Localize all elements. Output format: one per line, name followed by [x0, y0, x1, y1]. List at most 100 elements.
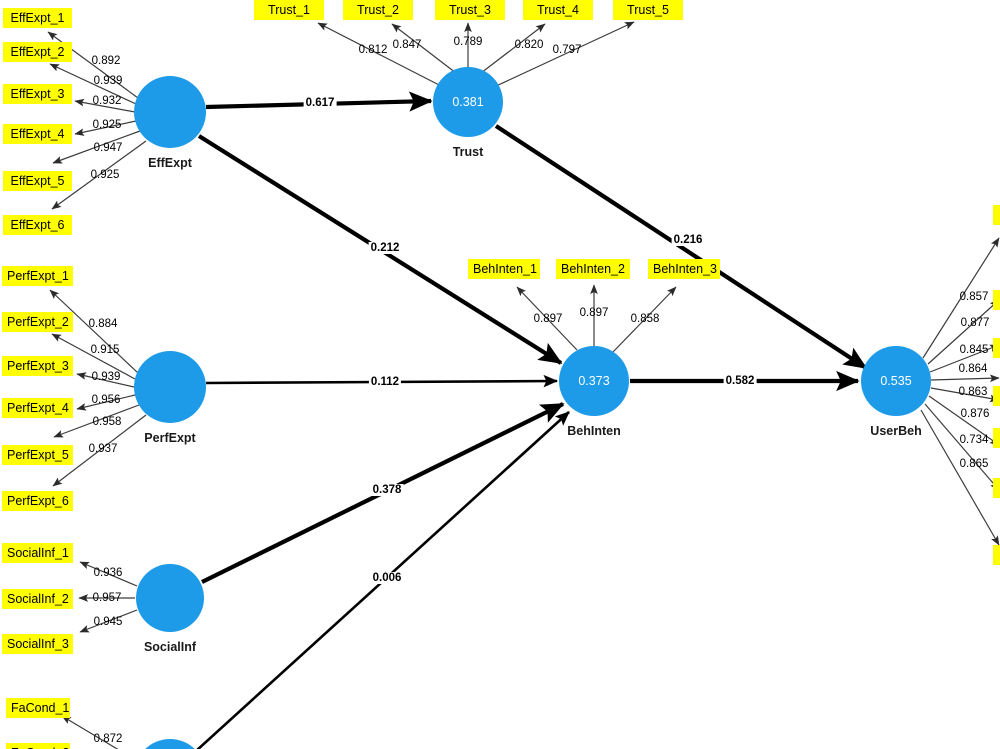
- construct-label-BehInten: BehInten: [567, 424, 621, 438]
- loading-value-EffExpt-to-EffExpt_4: 0.925: [92, 119, 122, 131]
- loading-arrow-BehInten-to-BehInten_3: [612, 286, 677, 353]
- path-coefficient-FaCond-to-BehInten: 0.006: [370, 572, 404, 584]
- loading-value-BehInten-to-BehInten_2: 0.897: [579, 307, 609, 319]
- loading-arrow-UserBeh-to-UserBeh_6: [928, 395, 1000, 446]
- loading-value-UserBeh-to-UserBeh_8: 0.865: [959, 458, 989, 470]
- loading-value-SocialInf-to-SocialInf_1: 0.936: [93, 567, 123, 579]
- indicator-box-UserBeh_6[interactable]: [993, 478, 1000, 498]
- loading-arrow-SocialInf-to-SocialInf_1: [79, 561, 138, 587]
- loading-value-BehInten-to-BehInten_1: 0.897: [533, 313, 563, 325]
- loading-value-UserBeh-to-UserBeh_7: 0.734: [959, 434, 989, 446]
- loading-arrow-PerfExpt-to-PerfExpt_1: [49, 289, 139, 374]
- construct-circle-BehInten[interactable]: [559, 346, 629, 416]
- construct-circle-Trust[interactable]: [433, 67, 503, 137]
- loading-arrow-Trust-to-Trust_2: [391, 23, 457, 74]
- construct-label-UserBeh: UserBeh: [870, 424, 922, 438]
- path-coefficient-BehInten-to-UserBeh: 0.582: [723, 375, 757, 387]
- loading-value-PerfExpt-to-PerfExpt_6: 0.937: [88, 443, 118, 455]
- indicator-box-UserBeh_5[interactable]: [993, 428, 1000, 448]
- loading-value-UserBeh-to-UserBeh_4: 0.864: [958, 363, 988, 375]
- loading-arrow-FaCond-to-FaCond_1: [61, 715, 119, 749]
- indicator-box-EffExpt_1[interactable]: EffExpt_1: [3, 8, 72, 28]
- latent-construct-nodes: [134, 67, 931, 749]
- indicator-box-EffExpt_3[interactable]: EffExpt_3: [3, 84, 72, 104]
- indicator-box-BehInten_3[interactable]: BehInten_3: [648, 259, 720, 279]
- loading-value-SocialInf-to-SocialInf_3: 0.945: [93, 616, 123, 628]
- loading-arrow-UserBeh-to-UserBeh_7: [924, 403, 1000, 491]
- loading-arrow-PerfExpt-to-PerfExpt_5: [53, 404, 140, 438]
- indicator-box-EffExpt_4[interactable]: EffExpt_4: [3, 124, 72, 144]
- loading-value-Trust-to-Trust_4: 0.820: [514, 39, 544, 51]
- construct-circle-EffExpt[interactable]: [134, 76, 206, 148]
- path-coefficient-EffExpt-to-Trust: 0.617: [303, 97, 337, 109]
- loading-value-Trust-to-Trust_2: 0.847: [392, 39, 422, 51]
- loading-arrow-UserBeh-to-UserBeh_5: [930, 387, 1000, 403]
- indicator-box-SocialInf_2[interactable]: SocialInf_2: [2, 589, 73, 609]
- loading-arrow-EffExpt-to-EffExpt_3: [74, 98, 136, 113]
- loading-arrow-EffExpt-to-EffExpt_4: [74, 120, 137, 136]
- loading-value-UserBeh-to-UserBeh_5: 0.863: [958, 386, 988, 398]
- construct-circle-FaCond[interactable]: [134, 739, 206, 749]
- indicator-box-PerfExpt_3[interactable]: PerfExpt_3: [2, 356, 73, 376]
- loading-value-FaCond-to-FaCond_1: 0.872: [93, 733, 123, 745]
- loading-arrow-UserBeh-to-UserBeh_2: [927, 299, 1000, 365]
- indicator-box-Trust_1[interactable]: Trust_1: [254, 0, 324, 20]
- loading-arrow-PerfExpt-to-PerfExpt_2: [51, 333, 136, 380]
- loading-value-EffExpt-to-EffExpt_5: 0.947: [93, 142, 123, 154]
- indicator-box-SocialInf_3[interactable]: SocialInf_3: [2, 634, 73, 654]
- measurement-model-arrows: [47, 21, 1000, 749]
- indicator-box-PerfExpt_5[interactable]: PerfExpt_5: [2, 445, 73, 465]
- indicator-box-FaCond_1[interactable]: FaCond_1: [6, 698, 70, 718]
- loading-arrow-Trust-to-Trust_4: [480, 23, 546, 74]
- construct-label-SocialInf: SocialInf: [143, 640, 197, 654]
- loading-arrow-UserBeh-to-UserBeh_1: [922, 237, 1000, 359]
- construct-label-PerfExpt: PerfExpt: [144, 431, 196, 445]
- loading-value-BehInten-to-BehInten_3: 0.858: [630, 313, 660, 325]
- loading-arrow-EffExpt-to-EffExpt_6: [51, 140, 147, 210]
- indicator-box-PerfExpt_2[interactable]: PerfExpt_2: [2, 312, 73, 332]
- construct-circle-SocialInf[interactable]: [136, 564, 204, 632]
- loading-arrow-UserBeh-to-UserBeh_8: [920, 409, 1000, 546]
- construct-circle-PerfExpt[interactable]: [134, 351, 206, 423]
- indicator-box-UserBeh_4[interactable]: [993, 386, 1000, 406]
- indicator-box-UserBeh_2[interactable]: [993, 290, 1000, 310]
- loading-value-PerfExpt-to-PerfExpt_2: 0.915: [90, 344, 120, 356]
- indicator-box-Trust_4[interactable]: Trust_4: [523, 0, 593, 20]
- loading-value-EffExpt-to-EffExpt_6: 0.925: [90, 169, 120, 181]
- indicator-box-SocialInf_1[interactable]: SocialInf_1: [2, 543, 73, 563]
- indicator-box-UserBeh_1[interactable]: [993, 205, 1000, 225]
- loading-arrow-PerfExpt-to-PerfExpt_6: [52, 414, 147, 487]
- structural-model-arrows: [196, 91, 868, 749]
- indicator-box-Trust_5[interactable]: Trust_5: [613, 0, 683, 20]
- indicator-box-EffExpt_6[interactable]: EffExpt_6: [3, 215, 72, 235]
- loading-arrow-UserBeh-to-UserBeh_3: [929, 344, 1000, 373]
- indicator-box-Trust_3[interactable]: Trust_3: [435, 0, 505, 20]
- path-coefficient-SocialInf-to-BehInten: 0.378: [370, 484, 404, 496]
- loading-value-PerfExpt-to-PerfExpt_4: 0.956: [91, 394, 121, 406]
- indicator-box-PerfExpt_6[interactable]: PerfExpt_6: [2, 491, 73, 511]
- loading-arrow-UserBeh-to-UserBeh_4: [930, 374, 1000, 383]
- loading-arrow-Trust-to-Trust_1: [317, 22, 444, 88]
- indicator-box-PerfExpt_1[interactable]: PerfExpt_1: [2, 266, 73, 286]
- indicator-box-FaCond_2[interactable]: FaCond_2: [6, 743, 70, 749]
- indicator-box-Trust_2[interactable]: Trust_2: [343, 0, 413, 20]
- loading-arrow-SocialInf-to-SocialInf_3: [79, 609, 138, 633]
- indicator-box-EffExpt_2[interactable]: EffExpt_2: [3, 42, 72, 62]
- path-coefficient-EffExpt-to-BehInten: 0.212: [368, 242, 402, 254]
- indicator-box-EffExpt_5[interactable]: EffExpt_5: [3, 171, 72, 191]
- loading-value-PerfExpt-to-PerfExpt_3: 0.939: [91, 371, 121, 383]
- indicator-box-UserBeh_3[interactable]: [993, 338, 1000, 358]
- loading-value-Trust-to-Trust_3: 0.789: [453, 36, 483, 48]
- path-coefficient-Trust-to-UserBeh: 0.216: [671, 234, 705, 246]
- construct-circle-UserBeh[interactable]: [861, 346, 931, 416]
- loading-arrow-PerfExpt-to-PerfExpt_4: [76, 394, 136, 411]
- loading-value-PerfExpt-to-PerfExpt_1: 0.884: [88, 318, 118, 330]
- indicator-box-BehInten_1[interactable]: BehInten_1: [468, 259, 540, 279]
- indicator-box-BehInten_2[interactable]: BehInten_2: [556, 259, 630, 279]
- loading-arrow-Trust-to-Trust_5: [493, 21, 635, 88]
- indicator-box-UserBeh_7[interactable]: [993, 545, 1000, 565]
- indicator-box-PerfExpt_4[interactable]: PerfExpt_4: [2, 398, 73, 418]
- loading-value-UserBeh-to-UserBeh_3: 0.845: [959, 344, 989, 356]
